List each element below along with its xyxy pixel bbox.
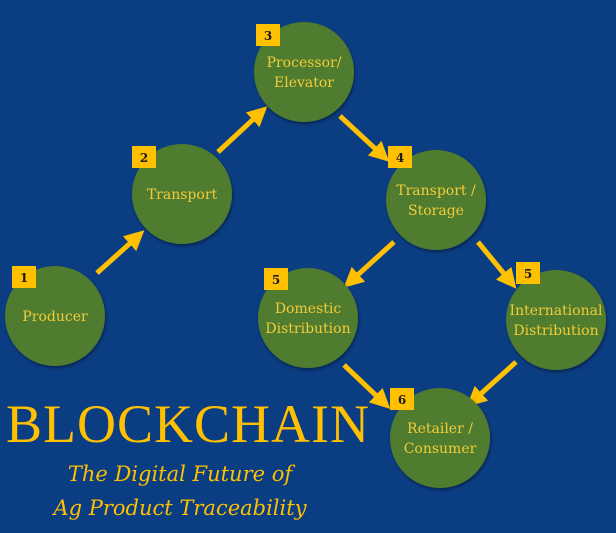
node-circle [132, 144, 232, 244]
node-label: Storage [408, 203, 464, 219]
node-circle [386, 150, 486, 250]
step-badge: 1 [12, 266, 36, 288]
node-circle [5, 266, 105, 366]
arrow-domestic-to-retailer [342, 363, 391, 409]
node-circle [506, 270, 606, 370]
node-circle [390, 388, 490, 488]
step-badge: 5 [264, 268, 288, 290]
step-number: 2 [140, 151, 148, 165]
node-label: Retailer / [407, 421, 473, 437]
node-label: Processor/ [267, 55, 342, 71]
node-circle [254, 22, 354, 122]
node-processor: Processor/Elevator 3 [254, 22, 354, 122]
node-label: Elevator [274, 75, 334, 91]
subtitle-line-2: Ag Product Traceability [53, 496, 307, 520]
node-label: Distribution [513, 323, 598, 339]
node-label: Domestic [275, 301, 342, 317]
node-transport: Transport 2 [132, 144, 232, 244]
node-label: Transport [147, 187, 218, 203]
step-number: 1 [20, 271, 28, 285]
node-circle [258, 268, 358, 368]
node-transport-storage: Transport / Storage 4 [386, 146, 486, 250]
arrow-transport-storage-to-domestic [343, 240, 396, 288]
node-label: Transport / [396, 183, 476, 199]
step-number: 4 [396, 151, 404, 165]
node-label: Distribution [265, 321, 350, 337]
step-badge: 3 [256, 24, 280, 46]
arrow-processor-to-transport-storage [338, 114, 390, 162]
node-label: Producer [22, 309, 88, 325]
arrow-international-to-retailer [466, 360, 518, 407]
title: BLOCKCHAIN [6, 394, 371, 454]
step-number: 5 [272, 273, 280, 287]
step-number: 6 [398, 393, 406, 407]
node-label: International [510, 303, 603, 319]
subtitle-line-1: The Digital Future of [67, 462, 293, 486]
arrow-transport-to-processor [216, 106, 268, 154]
arrow-producer-to-transport [95, 230, 145, 275]
step-badge: 6 [390, 388, 414, 410]
node-label: Consumer [404, 441, 477, 457]
node-retailer: Retailer / Consumer 6 [390, 388, 490, 488]
step-number: 3 [264, 29, 272, 43]
arrow-transport-storage-to-international [476, 240, 517, 289]
step-badge: 5 [516, 262, 540, 284]
node-producer: Producer 1 [5, 266, 105, 366]
step-badge: 2 [132, 146, 156, 168]
step-badge: 4 [388, 146, 412, 168]
step-number: 5 [524, 267, 532, 281]
